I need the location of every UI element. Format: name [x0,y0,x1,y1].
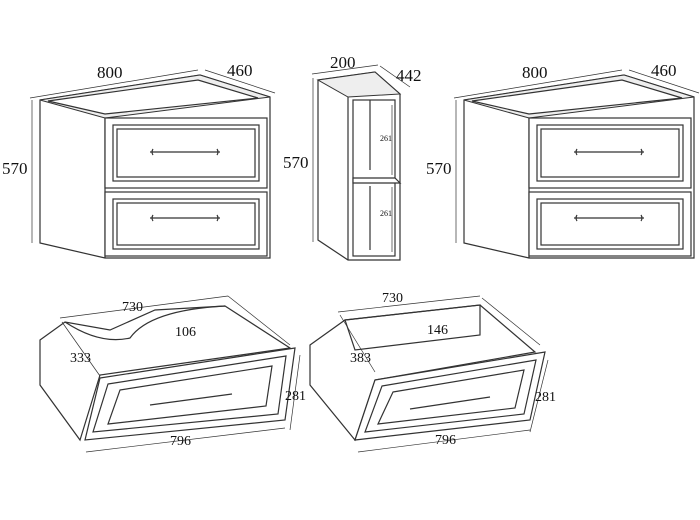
cabinet-left [29,69,276,259]
dim-front-width: 796 [170,434,191,449]
column-cabinet [311,64,411,261]
handle-icon [150,148,220,156]
drawer-left [39,295,301,453]
drawer-front-bottom [104,191,268,257]
dim-front-width: 796 [435,433,456,448]
dim-height: 570 [283,153,309,172]
dim-depth: 460 [651,61,677,80]
dim-shelf-lower: 261 [380,209,392,218]
dim-depth: 460 [227,61,253,80]
dim-front-height: 281 [285,389,306,404]
dim-cutout: 106 [175,325,196,340]
handle-icon [150,214,220,222]
dim-depth: 383 [350,351,371,366]
drawer-right [309,295,549,453]
dim-height: 570 [426,159,452,178]
handle-icon [409,396,491,410]
dim-depth: 442 [396,66,422,85]
dim-inner-width: 730 [122,300,143,315]
dim-depth: 333 [70,351,91,366]
dim-shelf-upper: 261 [380,134,392,143]
dim-back-height: 146 [427,323,448,338]
dim-width: 200 [330,53,356,72]
drawer-front-top [104,117,268,189]
dim-inner-width: 730 [382,291,403,306]
dim-width: 800 [522,63,548,82]
handle-icon [149,393,233,406]
dim-height: 570 [2,159,28,178]
dim-width: 800 [97,63,123,82]
cabinet-right [453,69,700,259]
dim-front-height: 281 [535,390,556,405]
